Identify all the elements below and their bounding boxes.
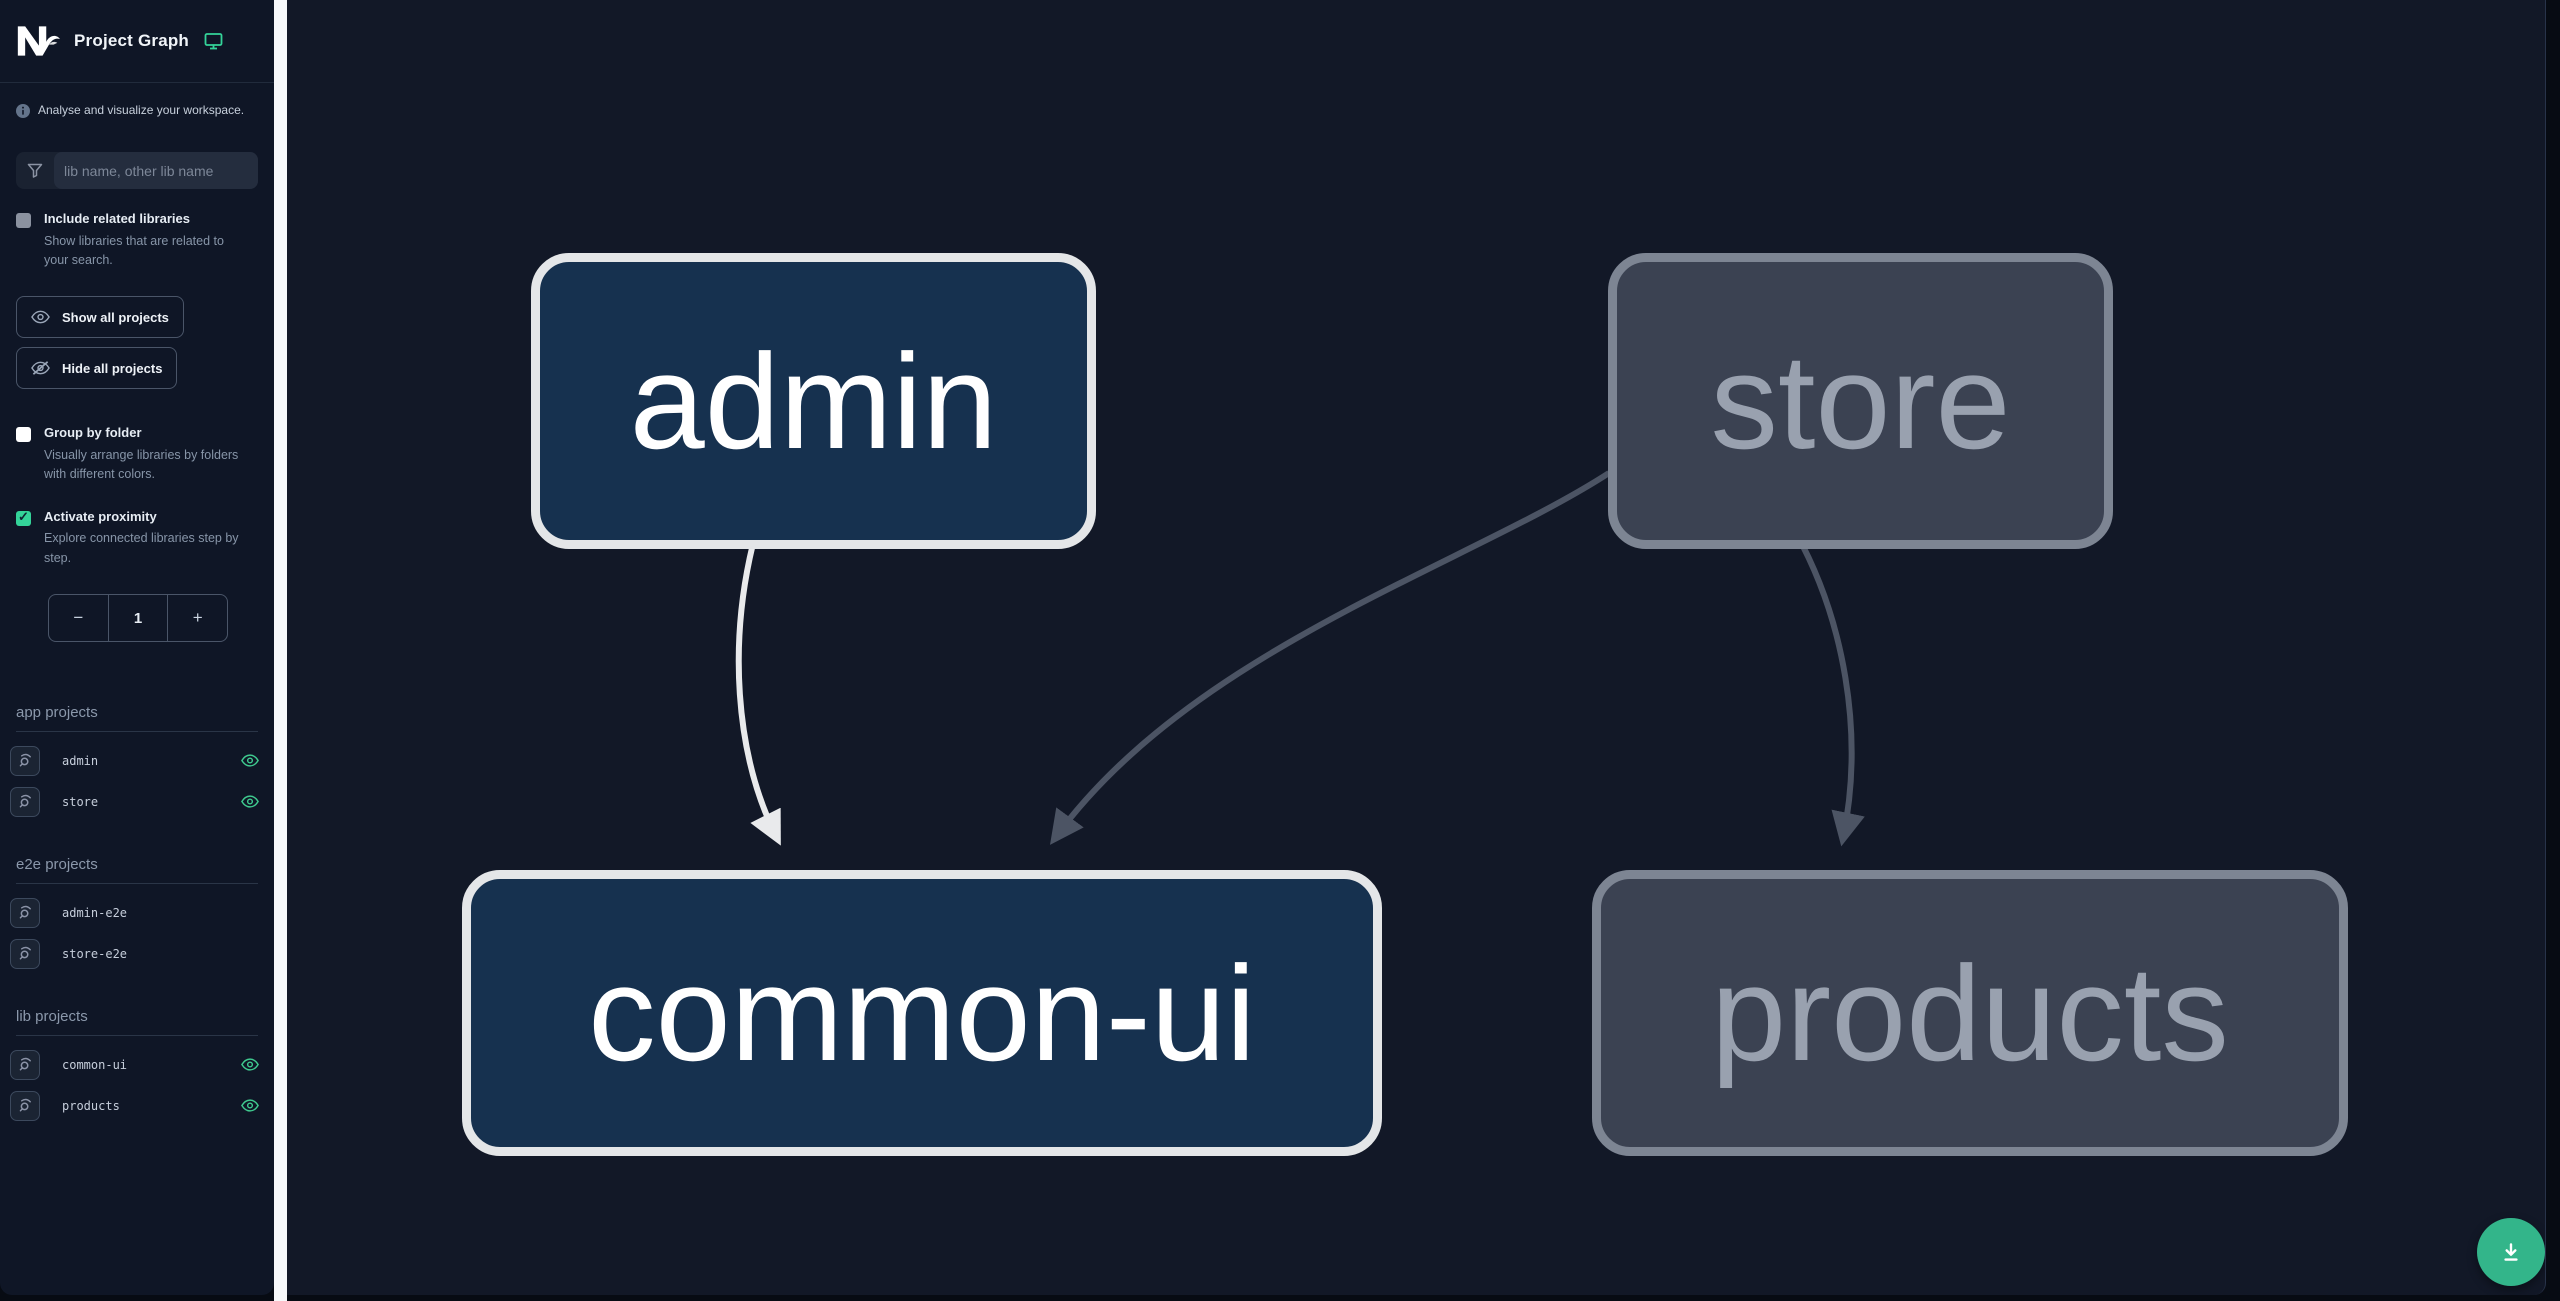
edge-store-to-common-ui <box>1049 470 1611 845</box>
search-box <box>16 152 258 189</box>
focus-project-button[interactable] <box>10 1049 40 1080</box>
focus-project-button[interactable] <box>10 1090 40 1121</box>
graph-node-admin[interactable]: admin <box>531 253 1096 549</box>
download-graph-button[interactable] <box>2477 1218 2545 1286</box>
sidebar-resize-divider[interactable] <box>274 0 287 1301</box>
proximity-decrement-button[interactable]: − <box>73 608 84 628</box>
section-title-e2e-projects: e2e projects <box>16 856 258 885</box>
graph-node-common-ui[interactable]: common-ui <box>462 870 1382 1156</box>
sidebar-header: Project Graph <box>0 0 274 83</box>
workspace-info: Analyse and visualize your workspace. <box>16 103 258 118</box>
checkbox-group-by-folder[interactable]: Group by folder Visually arrange librari… <box>16 425 258 484</box>
checkbox-label: Group by folder <box>44 425 142 441</box>
app-projects-list: admin store <box>0 740 274 822</box>
project-row-store: store <box>0 781 274 822</box>
eye-off-icon <box>31 360 50 376</box>
checkbox-include-related[interactable]: Include related libraries Show libraries… <box>16 211 258 270</box>
info-text: Analyse and visualize your workspace. <box>38 103 245 117</box>
section-title-app-projects: app projects <box>16 704 258 733</box>
graph-edges <box>735 470 1865 847</box>
toggle-visibility-eye-icon[interactable] <box>241 754 259 767</box>
show-all-projects-button[interactable]: Show all projects <box>16 296 184 339</box>
page-title: Project Graph <box>74 31 190 50</box>
project-name[interactable]: common-ui <box>62 1057 128 1072</box>
project-row-admin: admin <box>0 740 274 781</box>
checkbox-description: Explore connected libraries step by step… <box>44 531 239 565</box>
project-name[interactable]: store <box>62 794 99 809</box>
eye-icon <box>31 310 50 324</box>
toggle-visibility-eye-icon[interactable] <box>241 1058 259 1071</box>
focus-project-button[interactable] <box>10 745 40 776</box>
proximity-stepper: − 1 + <box>48 594 228 643</box>
graph-node-products[interactable]: products <box>1592 870 2348 1156</box>
focus-project-button[interactable] <box>10 897 40 928</box>
checkbox-group-by-folder-box[interactable] <box>16 427 31 443</box>
checkbox-description: Visually arrange libraries by folders wi… <box>44 447 239 482</box>
graph-canvas[interactable]: admin store common-ui products <box>287 0 2546 1295</box>
graph-node-store[interactable]: store <box>1608 253 2113 549</box>
section-title-lib-projects: lib projects <box>16 1008 258 1037</box>
info-icon <box>16 104 30 118</box>
checkbox-label: Include related libraries <box>44 211 190 226</box>
filter-icon <box>16 152 54 189</box>
checkbox-activate-proximity-box[interactable] <box>16 509 31 526</box>
toggle-visibility-eye-icon[interactable] <box>241 1099 259 1112</box>
e2e-projects-list: admin-e2e store-e2e <box>0 892 274 974</box>
hide-all-projects-label: Hide all projects <box>62 360 163 376</box>
project-name[interactable]: store-e2e <box>62 946 128 961</box>
project-name[interactable]: admin <box>62 753 99 768</box>
project-row-admin-e2e: admin-e2e <box>0 892 274 933</box>
lib-projects-list: common-ui products <box>0 1044 274 1126</box>
hide-all-projects-button[interactable]: Hide all projects <box>16 347 178 390</box>
project-row-common-ui: common-ui <box>0 1044 274 1085</box>
edge-store-to-products <box>1793 531 1865 847</box>
project-row-store-e2e: store-e2e <box>0 933 274 974</box>
checkbox-description: Show libraries that are related to your … <box>44 233 224 267</box>
proximity-value: 1 <box>107 595 168 642</box>
checkbox-include-related-box[interactable] <box>16 213 31 228</box>
checkbox-label: Activate proximity <box>44 508 157 524</box>
search-input[interactable] <box>54 152 258 189</box>
project-name[interactable]: products <box>62 1098 120 1113</box>
sidebar: Project Graph Analyse and visualize your… <box>0 0 274 1295</box>
proximity-increment-button[interactable]: + <box>167 595 227 642</box>
nx-logo <box>16 24 60 58</box>
project-row-products: products <box>0 1085 274 1126</box>
show-all-projects-label: Show all projects <box>62 309 169 325</box>
download-icon <box>2498 1239 2524 1265</box>
toggle-visibility-eye-icon[interactable] <box>241 795 259 808</box>
focus-project-button[interactable] <box>10 786 40 817</box>
edge-admin-to-common-ui <box>735 531 781 846</box>
checkbox-activate-proximity[interactable]: Activate proximity Explore connected lib… <box>16 509 258 568</box>
monitor-icon <box>203 31 224 51</box>
focus-project-button[interactable] <box>10 938 40 969</box>
project-name[interactable]: admin-e2e <box>62 905 128 920</box>
